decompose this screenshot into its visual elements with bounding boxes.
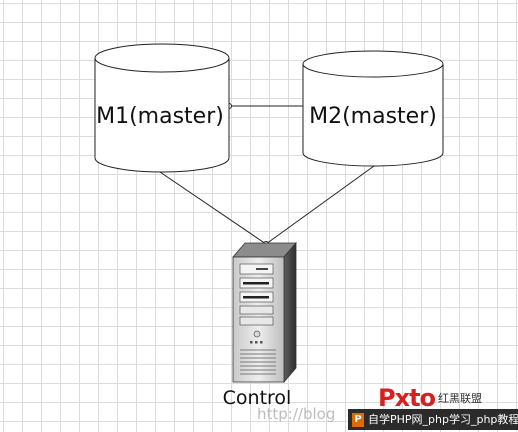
server-vent-grille bbox=[240, 349, 276, 375]
site-logo-mark: Pxto bbox=[378, 384, 436, 412]
database-m2-label: M2(master) bbox=[309, 104, 437, 129]
control-server[interactable]: Control bbox=[223, 241, 297, 409]
database-m1-label: M1(master) bbox=[96, 104, 224, 129]
server-power-button bbox=[253, 330, 261, 338]
connector-m2-control bbox=[265, 165, 375, 245]
server-led bbox=[260, 341, 263, 344]
site-banner[interactable]: P 自学PHP网_php学习_php教程 bbox=[348, 409, 518, 430]
database-m2-body bbox=[302, 64, 444, 167]
server-led bbox=[255, 341, 258, 344]
site-logo: Pxto 红黑联盟 bbox=[378, 386, 482, 410]
server-drive-slot bbox=[243, 282, 269, 285]
connector-m1-control bbox=[159, 171, 267, 245]
database-m1[interactable]: M1(master) bbox=[94, 43, 230, 173]
site-banner-icon: P bbox=[352, 412, 364, 427]
server-bay-blank bbox=[239, 316, 274, 326]
server-bay-blank bbox=[239, 305, 274, 315]
database-m1-body bbox=[94, 58, 230, 173]
server-icon-side bbox=[283, 241, 297, 384]
site-logo-text: 红黑联盟 bbox=[438, 391, 483, 405]
server-drive-slot bbox=[243, 296, 269, 299]
server-led bbox=[250, 341, 253, 344]
server-drive-slot bbox=[256, 268, 268, 270]
control-server-label: Control bbox=[223, 387, 292, 409]
database-m2[interactable]: M2(master) bbox=[302, 50, 444, 167]
database-m2-top bbox=[302, 50, 444, 78]
site-banner-text: 自学PHP网_php学习_php教程 bbox=[368, 413, 518, 426]
watermark-blog-url: http://blog bbox=[257, 405, 335, 423]
database-m1-top bbox=[94, 43, 230, 73]
